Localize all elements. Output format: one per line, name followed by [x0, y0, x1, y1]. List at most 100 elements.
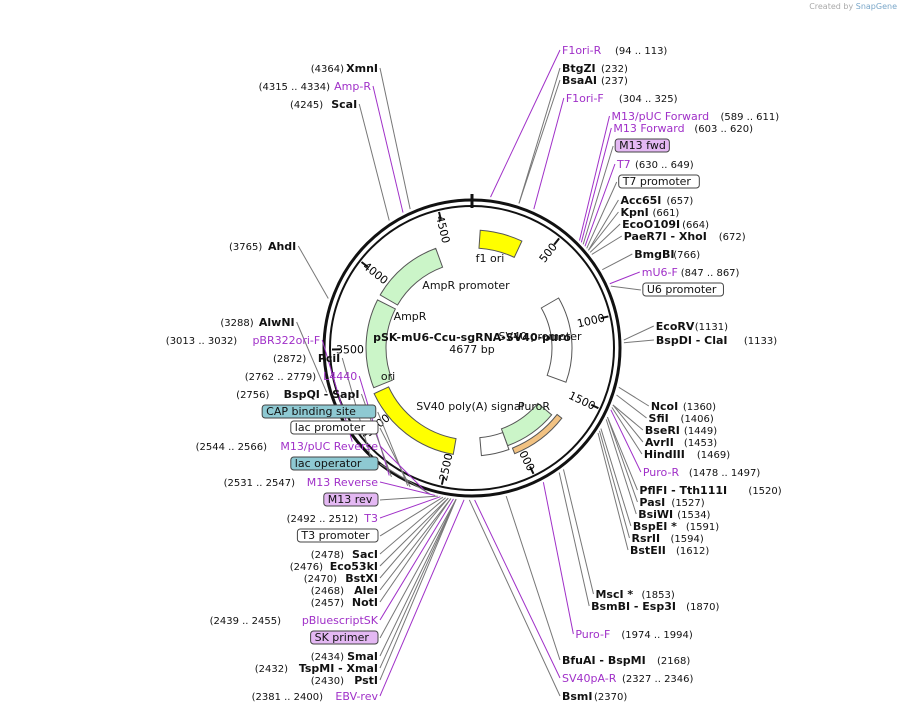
leader-line [586, 181, 618, 249]
leader-line [589, 223, 621, 253]
site-name: BsaAI [562, 74, 597, 87]
site-position: (1974 .. 1994) [621, 630, 693, 641]
credit: Created by SnapGene [809, 2, 897, 11]
site-position: (237) [601, 76, 628, 87]
site-position: (2476) [290, 562, 323, 573]
leader-line [358, 103, 390, 221]
feature-box-label: M13 rev [328, 493, 373, 506]
leader-line [379, 496, 444, 537]
site-position: (1612) [676, 546, 709, 557]
feature-box [296, 528, 379, 543]
leader-line [611, 407, 643, 455]
site-position: (664) [682, 220, 709, 231]
site-name: NotI [352, 596, 378, 609]
site-position: (766) [673, 250, 700, 261]
scale-tick [360, 261, 369, 268]
feature-box-label: SK primer [315, 631, 370, 644]
scale-tick-label: 4500 [433, 214, 452, 244]
site-name: Puro-F [575, 628, 610, 641]
site-position: (1534) [677, 510, 710, 521]
site-label [310, 630, 379, 645]
site-label [261, 404, 377, 419]
site-name: BtgZI [562, 62, 596, 75]
site-position: (1406) [681, 414, 714, 425]
leader-line [505, 495, 561, 661]
site-name: BsiWI [638, 508, 673, 521]
site-name: HindIII [644, 448, 685, 461]
site-name: BstEII [630, 544, 666, 557]
site-position: (2872) [273, 354, 306, 365]
site-position: (2756) [236, 390, 269, 401]
site-position: (603 .. 620) [694, 124, 753, 135]
site-name: EcoRV [656, 320, 695, 333]
site-label [296, 528, 379, 543]
site-position: (2434) [311, 652, 344, 663]
leader-line [584, 163, 616, 247]
site-position: (847 .. 867) [681, 268, 740, 279]
leader-line [518, 79, 561, 204]
site-name: BseRI [645, 424, 680, 437]
f1-ori-arrow [478, 229, 523, 259]
feature-box-label: lac operator [295, 457, 362, 470]
scale-tick-label: 4000 [360, 260, 390, 287]
leader-line [379, 495, 438, 501]
scale-tick-label: 1000 [576, 311, 606, 330]
site-name: BstXI [345, 572, 378, 585]
leader-line [580, 127, 612, 243]
site-position: (2531 .. 2547) [224, 478, 296, 489]
site-name: EBV-rev [335, 690, 378, 703]
feature-box-label: lac promoter [295, 421, 366, 434]
leader-line [588, 211, 619, 251]
f1-ori-label: f1 ori [476, 252, 505, 265]
site-name: M13 Forward [613, 122, 684, 135]
leader-line [606, 416, 638, 491]
feature-box [290, 420, 379, 435]
leader-line [610, 409, 642, 473]
site-position: (3013 .. 3032) [166, 336, 238, 347]
site-position: (2430) [311, 676, 344, 687]
site-name: SfiI [649, 412, 669, 425]
leader-line [616, 394, 647, 419]
site-name: AleI [354, 584, 378, 597]
site-position: (1360) [683, 402, 716, 413]
site-position: (630 .. 649) [635, 160, 694, 171]
site-name: mU6-F [642, 266, 678, 279]
site-position: (232) [601, 64, 628, 75]
leader-line [591, 235, 623, 255]
site-position: (1527) [671, 498, 704, 509]
site-name: T7 [616, 158, 631, 171]
sv40-polya-arrow [479, 431, 510, 457]
site-name: L4440 [323, 370, 357, 383]
site-position: (4315 .. 4334) [259, 82, 331, 93]
leader-line [609, 271, 640, 285]
site-position: (4364) [311, 64, 344, 75]
leader-line [490, 49, 561, 198]
leader-line [379, 498, 457, 681]
site-name: PciI [318, 352, 340, 365]
leader-line [598, 430, 630, 539]
leader-line [297, 245, 329, 299]
leader-line [588, 199, 619, 251]
scale-tick [440, 476, 445, 485]
site-position: (2478) [311, 550, 344, 561]
site-position: (2457) [311, 598, 344, 609]
site-position: (1853) [641, 590, 674, 601]
site-position: (4245) [290, 100, 323, 111]
site-label [290, 420, 379, 435]
site-position: (1469) [697, 450, 730, 461]
site-position: (1520) [748, 486, 781, 497]
site-name: SacI [352, 548, 378, 561]
site-position: (2432) [255, 664, 288, 675]
leader-line [379, 498, 452, 603]
scale-tick [529, 466, 535, 475]
site-name: EcoO109I [622, 218, 680, 231]
feature-box [323, 492, 379, 507]
site-name: BsmI [562, 690, 593, 703]
ori-label: ori [381, 370, 395, 383]
orange-segment [511, 413, 563, 455]
leader-line [379, 481, 436, 496]
site-name: Amp-R [334, 80, 371, 93]
site-name: Puro-R [643, 466, 680, 479]
site-label [614, 138, 670, 153]
scale-tick-label: 2500 [437, 452, 456, 482]
